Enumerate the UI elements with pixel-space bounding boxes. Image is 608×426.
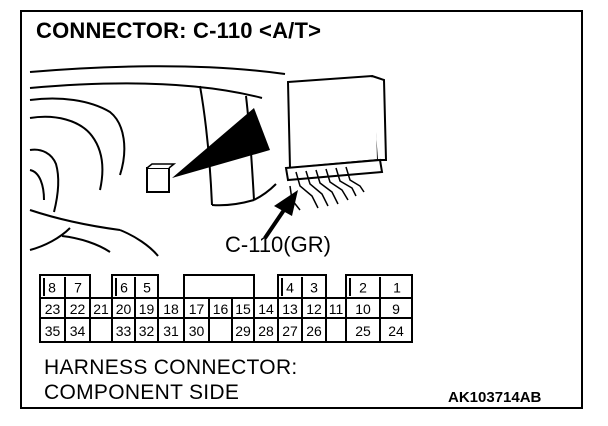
pin-label: 9: [392, 301, 400, 317]
pin-label: 19: [139, 301, 155, 317]
pin-label: 23: [45, 301, 61, 317]
pointer-arrow: [263, 190, 298, 240]
pin-label: 24: [388, 323, 404, 339]
pin-label: 13: [282, 301, 298, 317]
pin-label: 22: [70, 301, 86, 317]
pin-label: 31: [163, 323, 179, 339]
pin-label: 28: [258, 323, 274, 339]
ecu-location-box: [146, 163, 177, 193]
pin-label: 2: [359, 280, 367, 296]
pin-label: 35: [45, 323, 61, 339]
pin-label: 3: [310, 280, 318, 296]
pin-label: 1: [393, 280, 401, 296]
dashboard-outline: [29, 65, 286, 257]
caption-line-2: COMPONENT SIDE: [44, 381, 240, 404]
pin-label: 5: [143, 280, 151, 296]
pin-label: 33: [116, 323, 132, 339]
diagram-code: AK103714AB: [448, 389, 542, 406]
pin-label: 7: [74, 280, 82, 296]
pin-label: 8: [48, 280, 56, 296]
pin-label: 15: [235, 301, 251, 317]
pin-label: 14: [258, 301, 274, 317]
pin-label: 20: [116, 301, 132, 317]
pin-label: 12: [306, 301, 322, 317]
connector-callout-label: C-110(GR): [225, 232, 331, 257]
magnifier-beam: [172, 108, 270, 178]
pin-label: 18: [163, 301, 179, 317]
pin-label: 25: [355, 323, 371, 339]
pin-label: 26: [306, 323, 322, 339]
diagram-title: CONNECTOR: C-110 <A/T>: [36, 18, 322, 43]
caption-line-1: HARNESS CONNECTOR:: [44, 356, 298, 379]
pin-label: 10: [355, 301, 371, 317]
pin-grid-lines: [39, 274, 413, 343]
pin-label: 30: [189, 323, 205, 339]
pin-label: 32: [139, 323, 155, 339]
dashboard-illustration: [29, 65, 388, 257]
ecu-module: [284, 74, 388, 211]
pin-label: 4: [286, 280, 294, 296]
pin-label: 6: [120, 280, 128, 296]
pin-label: 21: [93, 301, 109, 317]
pin-label: 27: [282, 323, 298, 339]
pin-label: 17: [189, 301, 205, 317]
pin-label: 16: [213, 301, 229, 317]
pin-label: 34: [70, 323, 86, 339]
pin-label: 11: [329, 301, 344, 317]
pin-label: 29: [235, 323, 251, 339]
